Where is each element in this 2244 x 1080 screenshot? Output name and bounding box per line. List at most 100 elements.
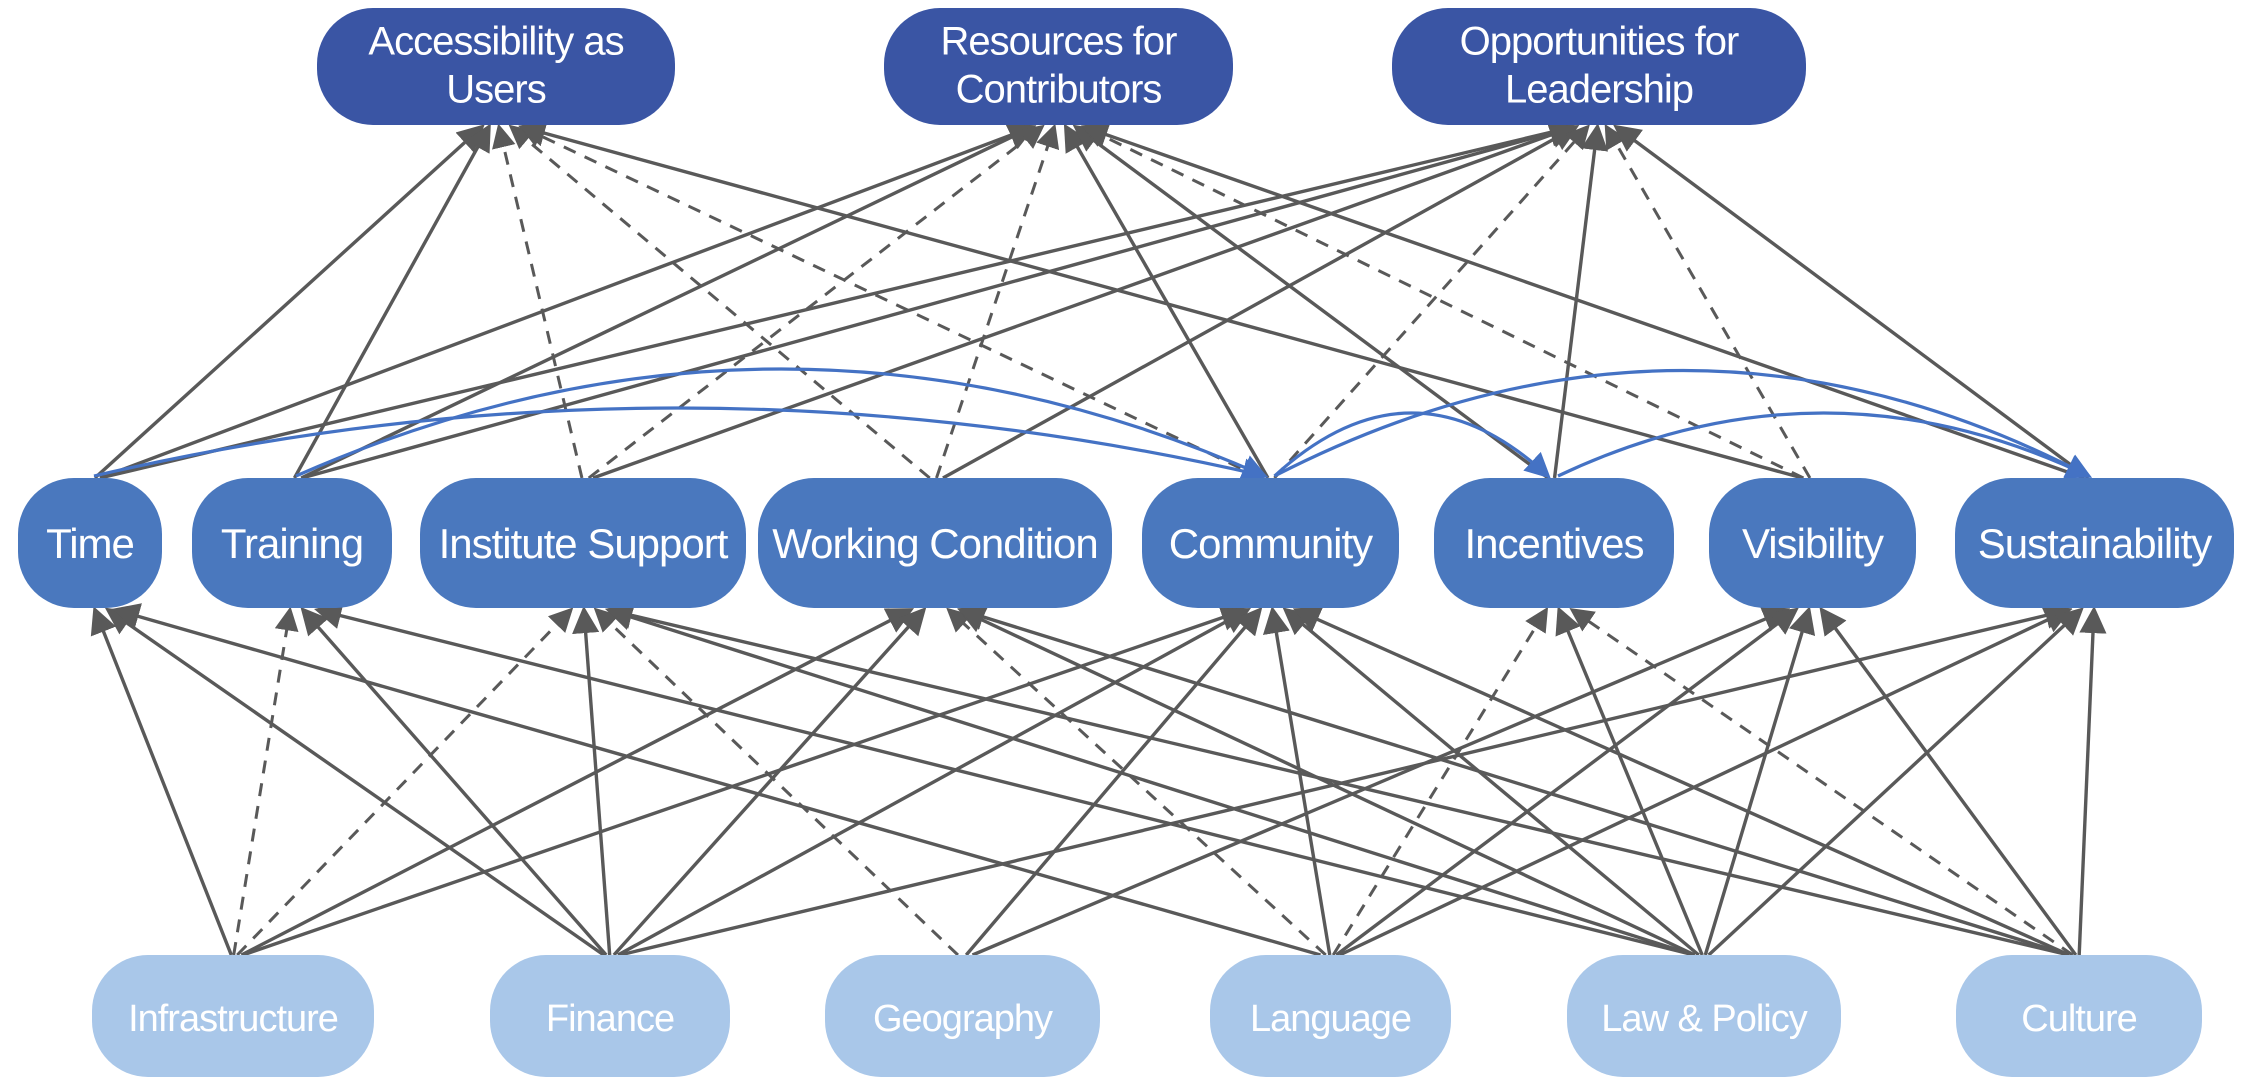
edge-geography-visibility <box>971 606 1791 957</box>
node-label-geography: Geography <box>873 998 1053 1040</box>
edge-infrastructure-time <box>90 606 233 956</box>
node-label-finance: Finance <box>546 998 674 1040</box>
node-shape-culture <box>1956 955 2202 1077</box>
edge-community-resources <box>1063 123 1270 479</box>
node-label-training: Training <box>221 520 363 567</box>
edge-infrastructure-training <box>232 606 299 956</box>
node-label-working_condition: Working Condition <box>772 520 1097 567</box>
edge-institute_support-resources <box>587 124 1045 480</box>
edge-infrastructure-working_condition <box>240 608 915 957</box>
node-shape-time <box>18 478 162 608</box>
node-label-community: Community <box>1169 520 1373 567</box>
edge-culture-sustainability <box>2077 605 2107 956</box>
edge-culture-institute_support <box>605 602 2070 957</box>
edge-law_policy-institute_support <box>605 604 1695 957</box>
node-shape-finance <box>490 955 730 1077</box>
edge-geography-institute_support <box>593 607 959 957</box>
node-visibility: Visibility <box>1709 478 1916 608</box>
node-label-culture: Culture <box>2021 998 2137 1040</box>
node-institute_support: Institute Support <box>420 478 746 608</box>
edge-incentives-opportunities <box>1552 122 1609 479</box>
edge-training-resources <box>300 124 1037 480</box>
edge-law_policy-incentives <box>1555 606 1704 956</box>
edge-incentives-resources <box>1072 124 1550 480</box>
edge-geography-community <box>964 606 1263 957</box>
edge-institute_support-opportunities <box>592 121 1577 480</box>
edge-language-working_condition <box>946 607 1327 957</box>
node-finance: Finance <box>490 955 730 1077</box>
edge-training-accessibility <box>292 123 491 479</box>
edge-time-accessibility <box>93 124 485 480</box>
node-geography: Geography <box>825 955 1100 1077</box>
edge-finance-time <box>104 607 605 957</box>
edge-culture-community <box>1292 607 2070 957</box>
arc-community-sustainability <box>1273 368 2092 478</box>
edge-working_condition-accessibility <box>508 124 931 480</box>
edge-language-community <box>1262 605 1332 956</box>
edge-working_condition-opportunities <box>942 125 1580 480</box>
arcs-layer <box>93 367 2092 484</box>
node-shape-accessibility <box>317 8 675 125</box>
node-label-sustainability: Sustainability <box>1978 520 2212 567</box>
node-training: Training <box>192 478 392 608</box>
node-label-visibility: Visibility <box>1742 520 1884 567</box>
edge-law_policy-sustainability <box>1707 607 2084 957</box>
node-working_condition: Working Condition <box>758 478 1112 608</box>
edge-language-sustainability <box>1338 607 2073 957</box>
arc-incentives-sustainability <box>1557 411 2092 479</box>
node-community: Community <box>1142 478 1399 608</box>
edge-visibility-resources <box>1081 125 1805 480</box>
edge-training-opportunities <box>301 120 1577 480</box>
node-language: Language <box>1210 955 1451 1077</box>
node-shape-incentives <box>1434 478 1674 608</box>
edge-language-visibility <box>1335 607 1799 957</box>
node-time: Time <box>18 478 162 608</box>
node-law_policy: Law & Policy <box>1567 955 1841 1077</box>
edge-finance-institute_support <box>572 605 612 956</box>
node-infrastructure: Infrastructure <box>92 955 374 1077</box>
node-label-language: Language <box>1250 998 1411 1040</box>
edge-infrastructure-institute_support <box>236 607 574 957</box>
edge-law_policy-working_condition <box>957 607 1696 957</box>
node-label-law_policy: Law & Policy <box>1601 998 1808 1040</box>
node-label-incentives: Incentives <box>1464 520 1643 567</box>
edge-culture-visibility <box>1819 606 2078 957</box>
edges-layer <box>90 119 2107 957</box>
node-shape-resources <box>884 8 1233 125</box>
arc-training-community <box>295 367 1269 479</box>
node-shape-working_condition <box>758 478 1112 608</box>
node-shape-infrastructure <box>92 955 374 1077</box>
arc-community-incentives <box>1273 411 1551 479</box>
node-shape-training <box>192 478 392 608</box>
edge-finance-working_condition <box>612 606 927 957</box>
node-shape-law_policy <box>1567 955 1841 1077</box>
edge-visibility-accessibility <box>518 119 1803 480</box>
edge-time-resources <box>99 122 1037 480</box>
node-label-infrastructure: Infrastructure <box>128 998 338 1040</box>
node-shape-opportunities <box>1392 8 1806 125</box>
edge-language-time <box>112 603 1321 957</box>
node-shape-institute_support <box>420 478 746 608</box>
edge-law_policy-community <box>1282 607 1700 957</box>
edge-law_policy-visibility <box>1703 606 1816 956</box>
arc-time-community <box>93 406 1269 484</box>
node-sustainability: Sustainability <box>1955 478 2234 608</box>
node-shape-visibility <box>1709 478 1916 608</box>
node-shape-language <box>1210 955 1451 1077</box>
node-culture: Culture <box>1956 955 2202 1077</box>
edge-sustainability-opportunities <box>1613 124 2090 480</box>
node-shape-geography <box>825 955 1100 1077</box>
edge-community-opportunities <box>1273 124 1590 479</box>
edge-law_policy-training <box>314 602 1695 957</box>
node-label-institute_support: Institute Support <box>439 520 729 567</box>
edge-culture-incentives <box>1569 607 2074 957</box>
edge-infrastructure-community <box>242 604 1249 957</box>
